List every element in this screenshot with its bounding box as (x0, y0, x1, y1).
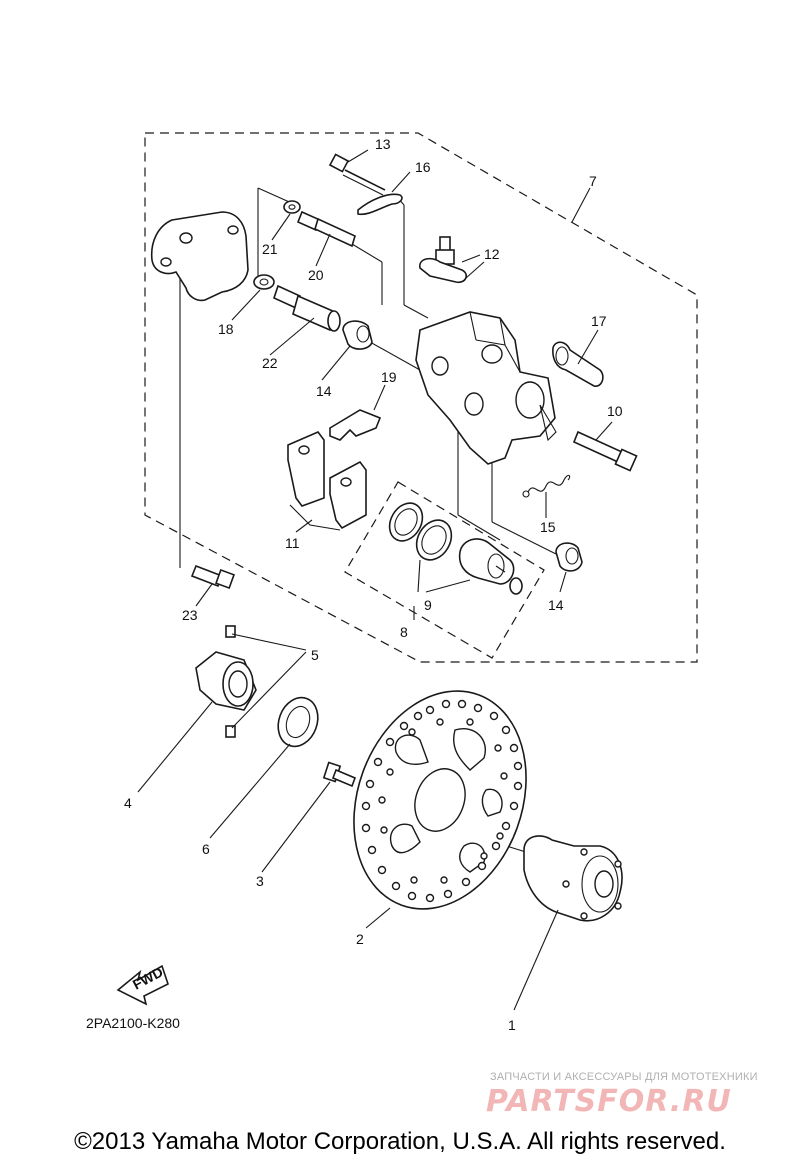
bolt-3 (322, 761, 357, 788)
callout-5: 5 (311, 647, 319, 663)
callout-4: 4 (124, 795, 132, 811)
callout-17: 17 (591, 313, 607, 329)
callout-14-lower: 14 (548, 597, 564, 613)
slide-pin-22 (273, 284, 341, 332)
seal-kit-boundary (344, 481, 545, 659)
callout-19: 19 (381, 369, 397, 385)
washer-21 (283, 200, 301, 214)
piston-seals-9 (388, 502, 453, 561)
callout-8: 8 (400, 624, 408, 640)
callout-22: 22 (262, 355, 278, 371)
bolt-23 (190, 564, 235, 589)
callout-7: 7 (589, 173, 597, 189)
bleeder-12 (419, 236, 485, 284)
callout-1: 1 (508, 1017, 516, 1033)
callout-21: 21 (262, 241, 278, 257)
leader-lines (137, 149, 613, 1011)
callout-18: 18 (218, 321, 234, 337)
hub-1 (523, 835, 623, 922)
piston (458, 538, 523, 595)
diagram-code: 2PA2100-K280 (86, 1015, 180, 1031)
callout-2: 2 (356, 931, 364, 947)
callout-16: 16 (415, 159, 431, 175)
callout-13: 13 (375, 136, 391, 152)
boot-14-lower (555, 542, 583, 572)
disc-vent-holes (361, 699, 523, 903)
watermark-logo: PARTSFOR.RU (486, 1084, 732, 1119)
callout-10: 10 (607, 403, 623, 419)
callout-23: 23 (182, 607, 198, 623)
copyright-notice: ©2013 Yamaha Motor Corporation, U.S.A. A… (74, 1128, 726, 1155)
bolt-13 (328, 153, 386, 196)
callout-3: 3 (256, 873, 264, 889)
caliper-body (415, 311, 557, 465)
caliper-assembly-boundary (144, 132, 698, 663)
clip-16 (357, 193, 403, 216)
callout-6: 6 (202, 841, 210, 857)
callout-20: 20 (308, 267, 324, 283)
boot-14-upper (342, 320, 373, 350)
watermark-tagline: ЗАПЧАСТИ И АКСЕССУАРЫ ДЛЯ МОТОТЕХНИКИ (490, 1071, 758, 1083)
pin-20 (296, 210, 356, 248)
washer-18 (253, 274, 275, 290)
forward-arrow-icon: FWD (116, 964, 169, 1006)
callout-11: 11 (285, 535, 300, 551)
o-ring-6 (277, 696, 319, 748)
bolt-10 (572, 430, 638, 472)
clip-19 (329, 409, 382, 441)
callout-12: 12 (484, 246, 500, 262)
brake-pads-11 (287, 431, 367, 531)
collar-4 (195, 651, 257, 711)
callout-14-upper: 14 (316, 383, 332, 399)
caliper-bracket (150, 211, 249, 302)
callout-numbers: 13 16 7 21 20 12 18 22 14 17 19 10 15 11… (124, 136, 623, 1033)
spring-15 (522, 474, 571, 498)
set-screws-5 (225, 625, 236, 738)
bolt-17 (552, 341, 604, 387)
callout-9: 9 (424, 597, 432, 613)
callout-15: 15 (540, 519, 556, 535)
brake-disc-2 (353, 690, 527, 910)
